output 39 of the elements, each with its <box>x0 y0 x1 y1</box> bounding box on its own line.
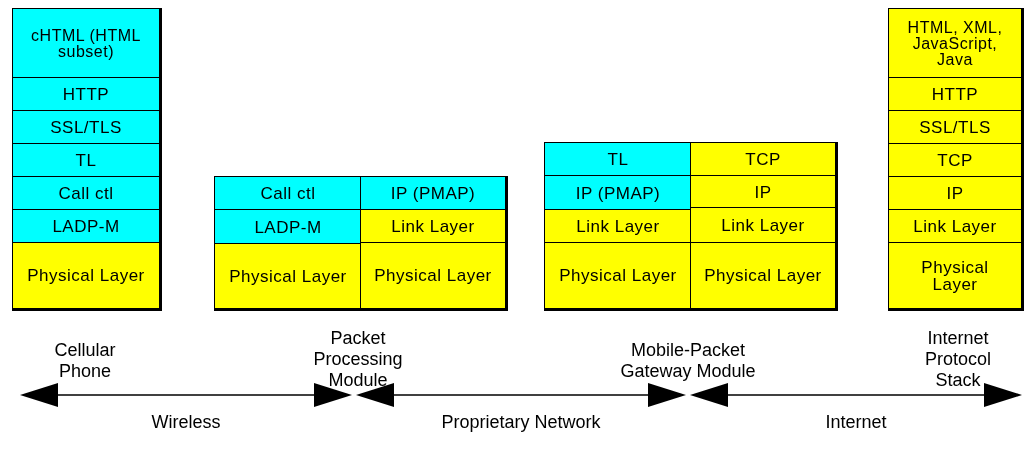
layer-cell: LADP-M <box>12 209 160 244</box>
layer-cell: Link Layer <box>690 207 836 244</box>
layer-cell: Physical Layer <box>690 242 836 309</box>
stack-name: Cellular Phone <box>53 340 117 382</box>
layer-cell: Call ctl <box>12 176 160 211</box>
stack-name: Mobile-Packet Gateway Module <box>619 340 757 382</box>
layer-cell: HTTP <box>12 77 160 112</box>
protocol-stack <box>214 176 508 311</box>
layer-cell: Link Layer <box>544 209 692 244</box>
layer-cell: HTML, XML, JavaScript, Java <box>888 8 1022 79</box>
layer-cell: TL <box>12 143 160 178</box>
layer-cell: TCP <box>888 143 1022 178</box>
layer-cell: IP <box>690 175 836 209</box>
layer-cell: cHTML (HTML subset) <box>12 8 160 79</box>
layer-cell: SSL/TLS <box>12 110 160 145</box>
layer-cell: IP (PMAP) <box>360 176 506 211</box>
segment-label: Proprietary Network <box>441 412 601 433</box>
layer-cell: Physical Layer <box>888 242 1022 309</box>
layer-cell: Physical Layer <box>360 242 506 309</box>
protocol-stack <box>12 8 162 311</box>
layer-cell: Physical Layer <box>12 242 160 309</box>
layer-cell: Link Layer <box>888 209 1022 244</box>
layer-cell: Call ctl <box>214 176 362 211</box>
layer-cell: SSL/TLS <box>888 110 1022 145</box>
stack-name: Internet Protocol Stack <box>923 328 992 391</box>
stack-name: Packet Processing Module <box>312 328 404 391</box>
layer-cell: TL <box>544 142 692 177</box>
segment-label: Wireless <box>151 412 221 433</box>
layer-cell: TCP <box>690 142 836 177</box>
protocol-stack <box>888 8 1024 311</box>
layer-cell: LADP-M <box>214 209 362 245</box>
layer-cell: Physical Layer <box>214 243 362 309</box>
protocol-stack <box>544 142 838 311</box>
layer-cell: IP (PMAP) <box>544 175 692 211</box>
layer-cell: Link Layer <box>360 209 506 244</box>
layer-cell: IP <box>888 176 1022 211</box>
layer-cell: Physical Layer <box>544 242 692 309</box>
layer-cell: HTTP <box>888 77 1022 112</box>
segment-label: Internet <box>825 412 887 433</box>
